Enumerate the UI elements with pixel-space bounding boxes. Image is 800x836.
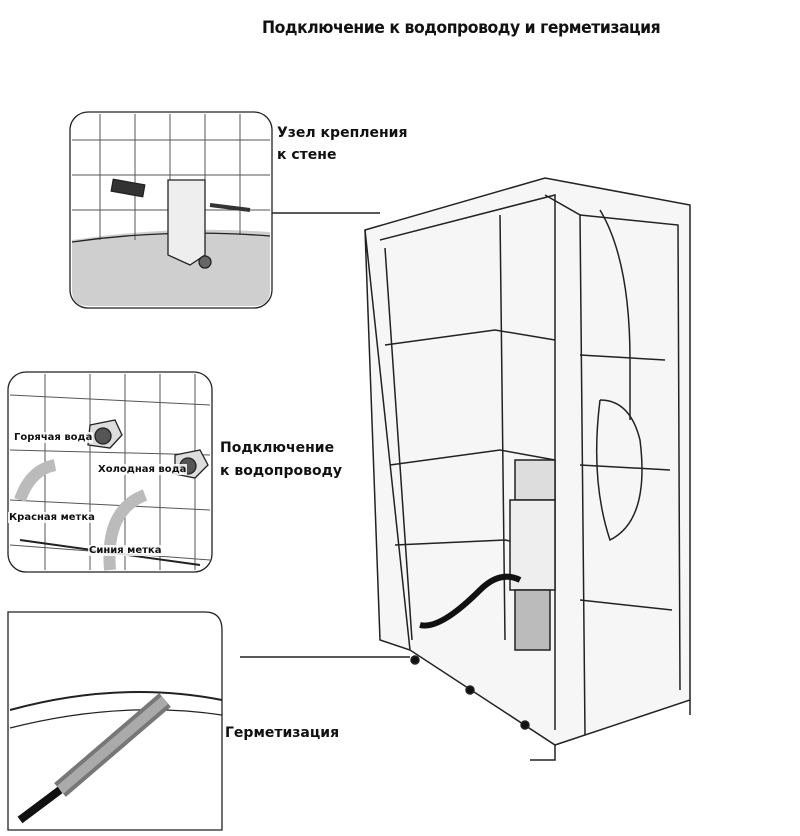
page-title: Подключение к водопроводу и герметизация [262,18,661,38]
shower-cabin-frame [364,177,691,761]
blue-mark-label: Синия метка [88,545,163,556]
wall-mount-label-line2: к стене [277,147,337,163]
sealing-label: Герметизация [225,725,340,741]
water-connection-label-line1: Подключение [220,440,335,456]
cold-water-label: Холодная вода [97,464,188,475]
red-mark-label: Красная метка [8,512,96,523]
water-connection-label-line2: к водопроводу [220,463,343,479]
wall-mount-label-line1: Узел крепления [277,125,408,141]
sealing-detail-panel [7,611,223,831]
hot-water-label: Горячая вода [13,432,94,443]
wall-mount-detail-panel [69,111,273,309]
